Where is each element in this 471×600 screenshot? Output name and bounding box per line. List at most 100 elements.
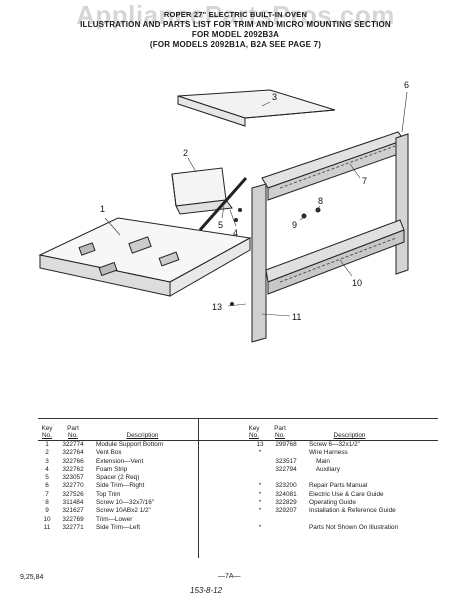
cell-key: 3 (45, 457, 49, 465)
cell-key: * (258, 449, 262, 457)
cell-key: 11 (43, 523, 51, 531)
header-line-2: ILLUSTRATION AND PARTS LIST FOR TRIM AND… (80, 20, 391, 29)
cell-key: * (258, 490, 262, 498)
cell-key: 13 (256, 441, 264, 448)
cell-key: * (258, 523, 262, 531)
cell-key: * (258, 507, 262, 515)
cell-description: Auxiliary (309, 465, 340, 473)
cell-description: Foam Strip (96, 465, 128, 473)
cell-key: 6 (45, 482, 49, 490)
cell-part-number (269, 516, 303, 524)
cell-description: Trim—Lower (96, 515, 133, 523)
callout-5: 5 (218, 220, 223, 230)
part-extension-vent (177, 89, 336, 127)
cell-key: 4 (45, 465, 49, 473)
screw-parts (230, 207, 321, 306)
cell-part-number: 322829 (275, 499, 297, 507)
cell-description: Top Trim (96, 490, 121, 498)
cell-part-number: 323200 (275, 482, 297, 490)
table-row: 4 322762 Foam Strip 322794 Auxiliary (38, 466, 438, 474)
leader-lines (104, 91, 408, 317)
header-line-3: FOR MODEL 2092B3A (191, 30, 280, 39)
watermark: AppliancePartsPros.com (76, 0, 395, 30)
cell-description: Installation & Reference Guide (309, 507, 396, 515)
cell-description: Repair Parts Manual (309, 482, 368, 490)
cell-part-number: 311484 (62, 499, 84, 507)
exploded-parts-diagram: 1 2 3 4 5 6 7 8 9 10 11 13 (0, 60, 471, 410)
cell-key: 10 (43, 515, 51, 523)
callout-10: 10 (352, 278, 362, 288)
cell-key: 1 (45, 441, 49, 448)
cell-description: Wire Harness (309, 449, 348, 457)
cell-key: 2 (45, 449, 49, 457)
table-row: 6 322770 Side Trim—Right * 323200 Repair Part… (38, 482, 438, 490)
cell-description: Spacer (2 Req) (96, 474, 140, 482)
cell-key: * (258, 499, 262, 507)
header-line-4: (FOR MODELS 2092B1A, B2A SEE PAGE 7) (149, 40, 322, 49)
cell-part-number: 329207 (275, 507, 297, 515)
part-top-trim (261, 131, 405, 201)
cell-key (251, 466, 269, 474)
cell-part-number: 321627 (62, 507, 84, 515)
cell-key (251, 516, 269, 524)
cell-description: Side Trim—Left (96, 523, 141, 531)
part-foam-strip (198, 177, 248, 231)
callout-2: 2 (183, 148, 188, 158)
cell-part-number: 322770 (62, 482, 84, 490)
callout-6: 6 (404, 80, 409, 90)
part-side-trim-right (395, 133, 409, 275)
table-column-divider (198, 418, 199, 558)
cell-description: Vent Box (96, 449, 122, 457)
cell-part-number (269, 474, 303, 482)
table-row: 11 322771 Side Trim—Left * Parts Not Shown O… (38, 524, 438, 532)
callout-13: 13 (212, 302, 222, 312)
footer-date: 9,25,84 (20, 574, 44, 581)
footer-page-number: —7A— (218, 573, 241, 580)
cell-part-number: 322774 (62, 441, 84, 448)
cell-part-number: 322771 (62, 523, 84, 531)
cell-description: Module Support Bottom (96, 441, 164, 448)
cell-description: Side Trim—Right (96, 482, 145, 490)
cell-description (303, 474, 414, 482)
cell-key: * (258, 482, 262, 490)
cell-description: Electric Use & Care Guide (309, 490, 384, 498)
cell-description: Screw 10—32x7/16" (96, 499, 155, 507)
cell-key (251, 458, 269, 466)
cell-part-number: 322762 (62, 465, 84, 473)
header-description-right: Description (333, 432, 366, 439)
callout-8: 8 (318, 196, 323, 206)
part-side-trim-left (251, 183, 267, 343)
callout-3: 3 (272, 92, 277, 102)
cell-part-number: 322766 (62, 457, 84, 465)
cell-description: Main (309, 457, 330, 465)
cell-part-number: 322794 (275, 465, 297, 473)
cell-part-number: 323057 (62, 474, 84, 482)
cell-description: Operating Guide (309, 499, 356, 507)
cell-part-number: 323517 (275, 457, 297, 465)
callout-1: 1 (100, 204, 105, 214)
part-module-support-bottom (38, 217, 252, 297)
callout-4: 4 (233, 228, 238, 238)
cell-description: Parts Not Shown On Illustration (309, 523, 399, 531)
cell-key (251, 474, 269, 482)
callout-7: 7 (362, 176, 367, 186)
cell-key: 7 (45, 490, 49, 498)
part-vent-box (171, 167, 233, 215)
cell-key: 9 (45, 507, 49, 515)
cell-part-number: 324081 (275, 490, 297, 498)
